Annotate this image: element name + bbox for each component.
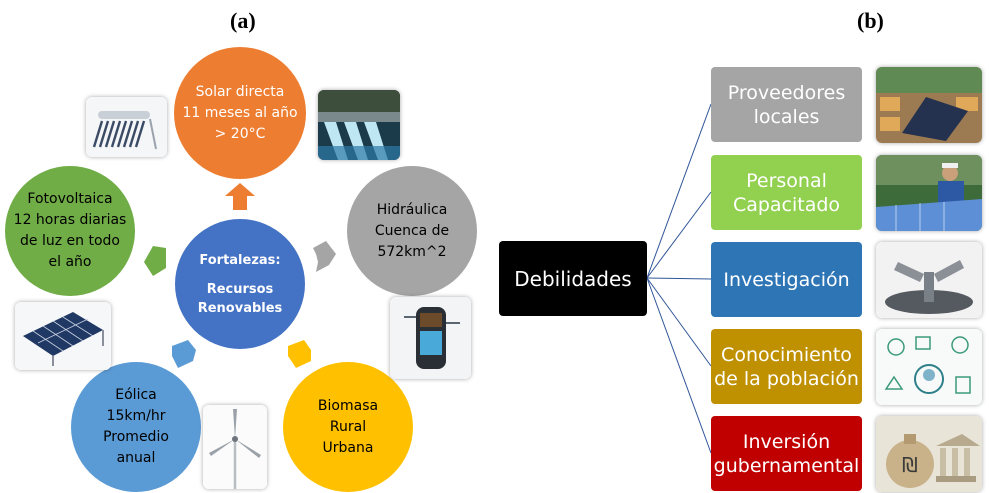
research-icon xyxy=(876,242,982,318)
hidraulica-line-3: 572km^2 xyxy=(377,243,447,260)
arrow-up-icon xyxy=(225,183,255,210)
hydro-dam-image xyxy=(318,90,400,160)
worker-panel-image xyxy=(876,155,982,231)
solar-line-2: 11 meses al año xyxy=(182,104,298,121)
center-line-3: Renovables xyxy=(197,300,283,316)
warehouse-icon xyxy=(876,67,982,143)
eolica-line-3: Promedio xyxy=(103,429,169,445)
personal-line-1: Personal xyxy=(746,169,827,192)
arrow-left-icon xyxy=(144,246,166,276)
fotovoltaica-line-1: Fotovoltaica xyxy=(27,191,113,207)
proveedores-line-1: Proveedores xyxy=(727,81,846,104)
hidraulica-node: Hidráulica Cuenca de 572km^2 xyxy=(347,166,477,296)
eolica-node: Eólica 15km/hr Promedio anual xyxy=(71,362,201,492)
wind-turbine-icon xyxy=(203,405,267,489)
eolica-line-4: anual xyxy=(116,450,156,466)
dam-icon xyxy=(318,90,400,160)
money-bag-icon: ₪ xyxy=(876,416,982,492)
hidraulica-line-1: Hidráulica xyxy=(376,201,448,218)
personal-box: Personal Capacitado xyxy=(711,155,862,230)
center-title: Fortalezas: xyxy=(199,252,281,268)
hidraulica-line-2: Cuenca de xyxy=(374,222,450,239)
svg-text:₪: ₪ xyxy=(902,453,918,477)
fortalezas-center-node: Fortalezas: Recursos Renovables xyxy=(175,219,305,349)
biomasa-node: Biomasa Rural Urbana xyxy=(283,362,413,492)
fotovoltaica-line-2: 12 horas diarias xyxy=(13,212,127,228)
biodigester-image xyxy=(390,297,471,379)
arrow-down-left-icon xyxy=(172,340,196,368)
inversion-box: Inversión gubernamental xyxy=(711,416,862,491)
arrow-right-icon xyxy=(313,241,336,272)
research-model-image xyxy=(876,242,982,318)
biomasa-line-1: Biomasa xyxy=(317,397,379,414)
knowledge-icon xyxy=(876,329,982,405)
solar-water-heater-image xyxy=(86,97,167,157)
proveedores-box: Proveedores locales xyxy=(711,67,862,142)
fotovoltaica-node: Fotovoltaica 12 horas diarias de luz en … xyxy=(5,166,135,296)
solar-heater-icon xyxy=(86,97,167,157)
biodigester-icon xyxy=(390,297,471,379)
pv-panels-image xyxy=(15,302,111,370)
eolica-line-1: Eólica xyxy=(115,387,157,403)
biomasa-line-3: Urbana xyxy=(322,439,374,456)
panel-b-label: (b) xyxy=(857,8,884,33)
worker-icon xyxy=(876,155,982,231)
inversion-line-2: gubernamental xyxy=(713,454,860,477)
solar-line-3: > 20°C xyxy=(214,125,266,142)
solar-panel-icon xyxy=(15,302,111,370)
knowledge-icons-image xyxy=(876,329,982,405)
solar-line-1: Solar directa xyxy=(195,83,285,100)
proveedores-line-2: locales xyxy=(753,105,820,128)
investigacion-line-1: Investigación xyxy=(723,268,850,291)
warehouse-panels-image xyxy=(876,67,982,143)
center-line-2: Recursos xyxy=(206,281,274,297)
biomasa-line-2: Rural xyxy=(329,418,367,435)
inversion-line-1: Inversión xyxy=(742,430,831,453)
eolica-line-2: 15km/hr xyxy=(106,408,166,424)
fotovoltaica-line-3: de luz en todo xyxy=(20,233,120,249)
panel-a-label: (a) xyxy=(230,8,256,33)
personal-line-2: Capacitado xyxy=(732,193,841,216)
government-money-image: ₪ xyxy=(876,416,982,492)
debilidades-root-box: Debilidades xyxy=(499,241,647,316)
wind-turbine-image xyxy=(203,405,267,489)
conocimiento-line-2: de la población xyxy=(714,367,859,390)
fotovoltaica-line-4: el año xyxy=(48,254,92,270)
arrow-down-right-icon xyxy=(288,340,311,368)
solar-node: Solar directa 11 meses al año > 20°C xyxy=(174,47,306,179)
investigacion-box: Investigación xyxy=(711,242,862,317)
conocimiento-line-1: Conocimiento xyxy=(721,343,852,366)
conocimiento-box: Conocimiento de la población xyxy=(711,329,862,404)
